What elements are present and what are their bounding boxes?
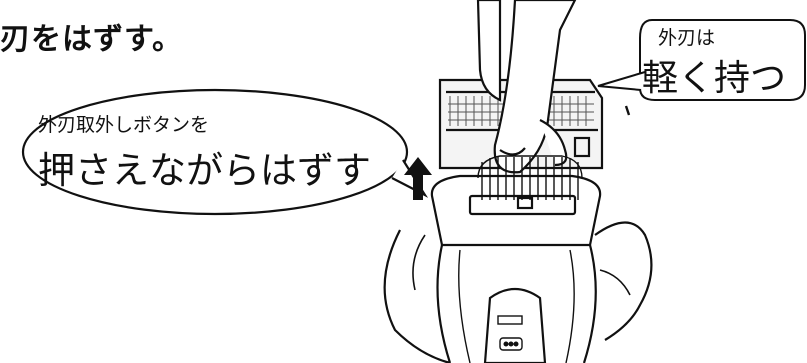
shaver-switch — [485, 289, 545, 363]
shaver-body — [438, 245, 596, 363]
hand-right — [595, 223, 651, 341]
callout-left-line2: 押さえながらはずす — [38, 140, 371, 194]
callout-right-line1: 外刃は — [658, 23, 715, 50]
page-heading: 刃をはずす。 — [0, 14, 183, 58]
callout-left-line1: 外刃取外しボタンを — [38, 110, 209, 137]
motion-mark — [626, 106, 629, 115]
callout-right-line2: 軽く持つ — [642, 49, 786, 101]
speech-bubble-right-tail — [598, 72, 645, 90]
